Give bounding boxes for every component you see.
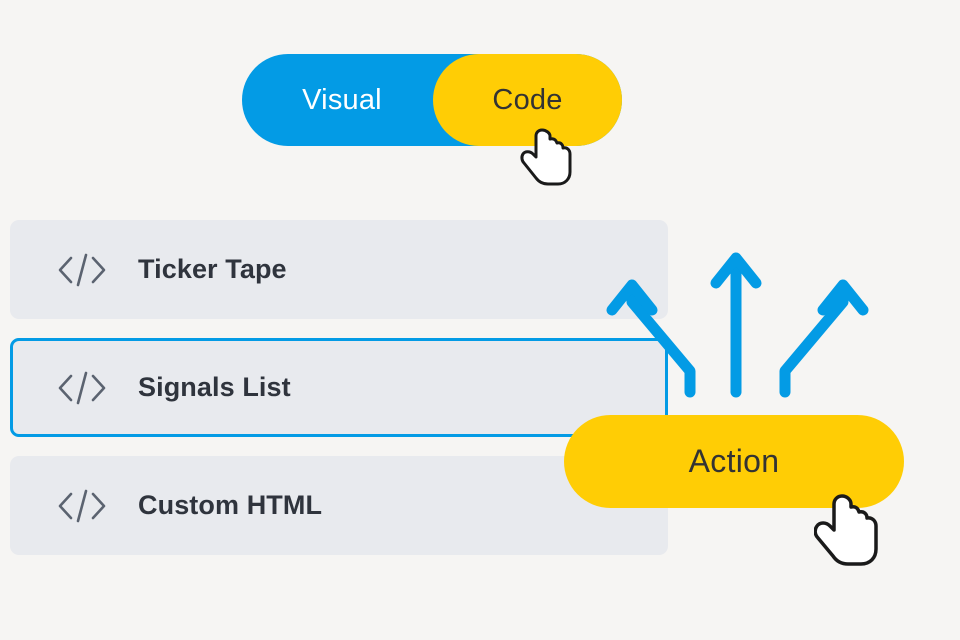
list-item-label: Signals List xyxy=(138,372,291,402)
code-icon xyxy=(58,489,106,522)
list-item-label: Custom HTML xyxy=(138,490,323,520)
arrow-middle-head xyxy=(710,252,762,289)
toggle-option-visual[interactable]: Visual xyxy=(242,54,442,146)
code-icon xyxy=(58,253,106,286)
arrow-right xyxy=(779,281,849,398)
editor-mode-toggle[interactable]: Visual Code xyxy=(242,54,622,146)
toggle-option-code-label: Code xyxy=(492,83,563,116)
list-item-label: Ticker Tape xyxy=(138,254,287,284)
action-button[interactable]: Action xyxy=(564,415,904,508)
list-item-custom-html[interactable]: Custom HTML xyxy=(10,456,668,555)
action-button-label: Action xyxy=(688,443,780,479)
arrow-right-head xyxy=(817,279,869,316)
code-icon xyxy=(58,371,106,404)
list-item-ticker-tape[interactable]: Ticker Tape xyxy=(10,220,668,319)
list-item-signals-list[interactable]: Signals List xyxy=(10,338,668,437)
toggle-option-visual-label: Visual xyxy=(302,83,382,116)
widget-option-list: Ticker Tape Signals List Custom HTML xyxy=(10,220,668,574)
toggle-option-code[interactable]: Code xyxy=(433,54,622,146)
